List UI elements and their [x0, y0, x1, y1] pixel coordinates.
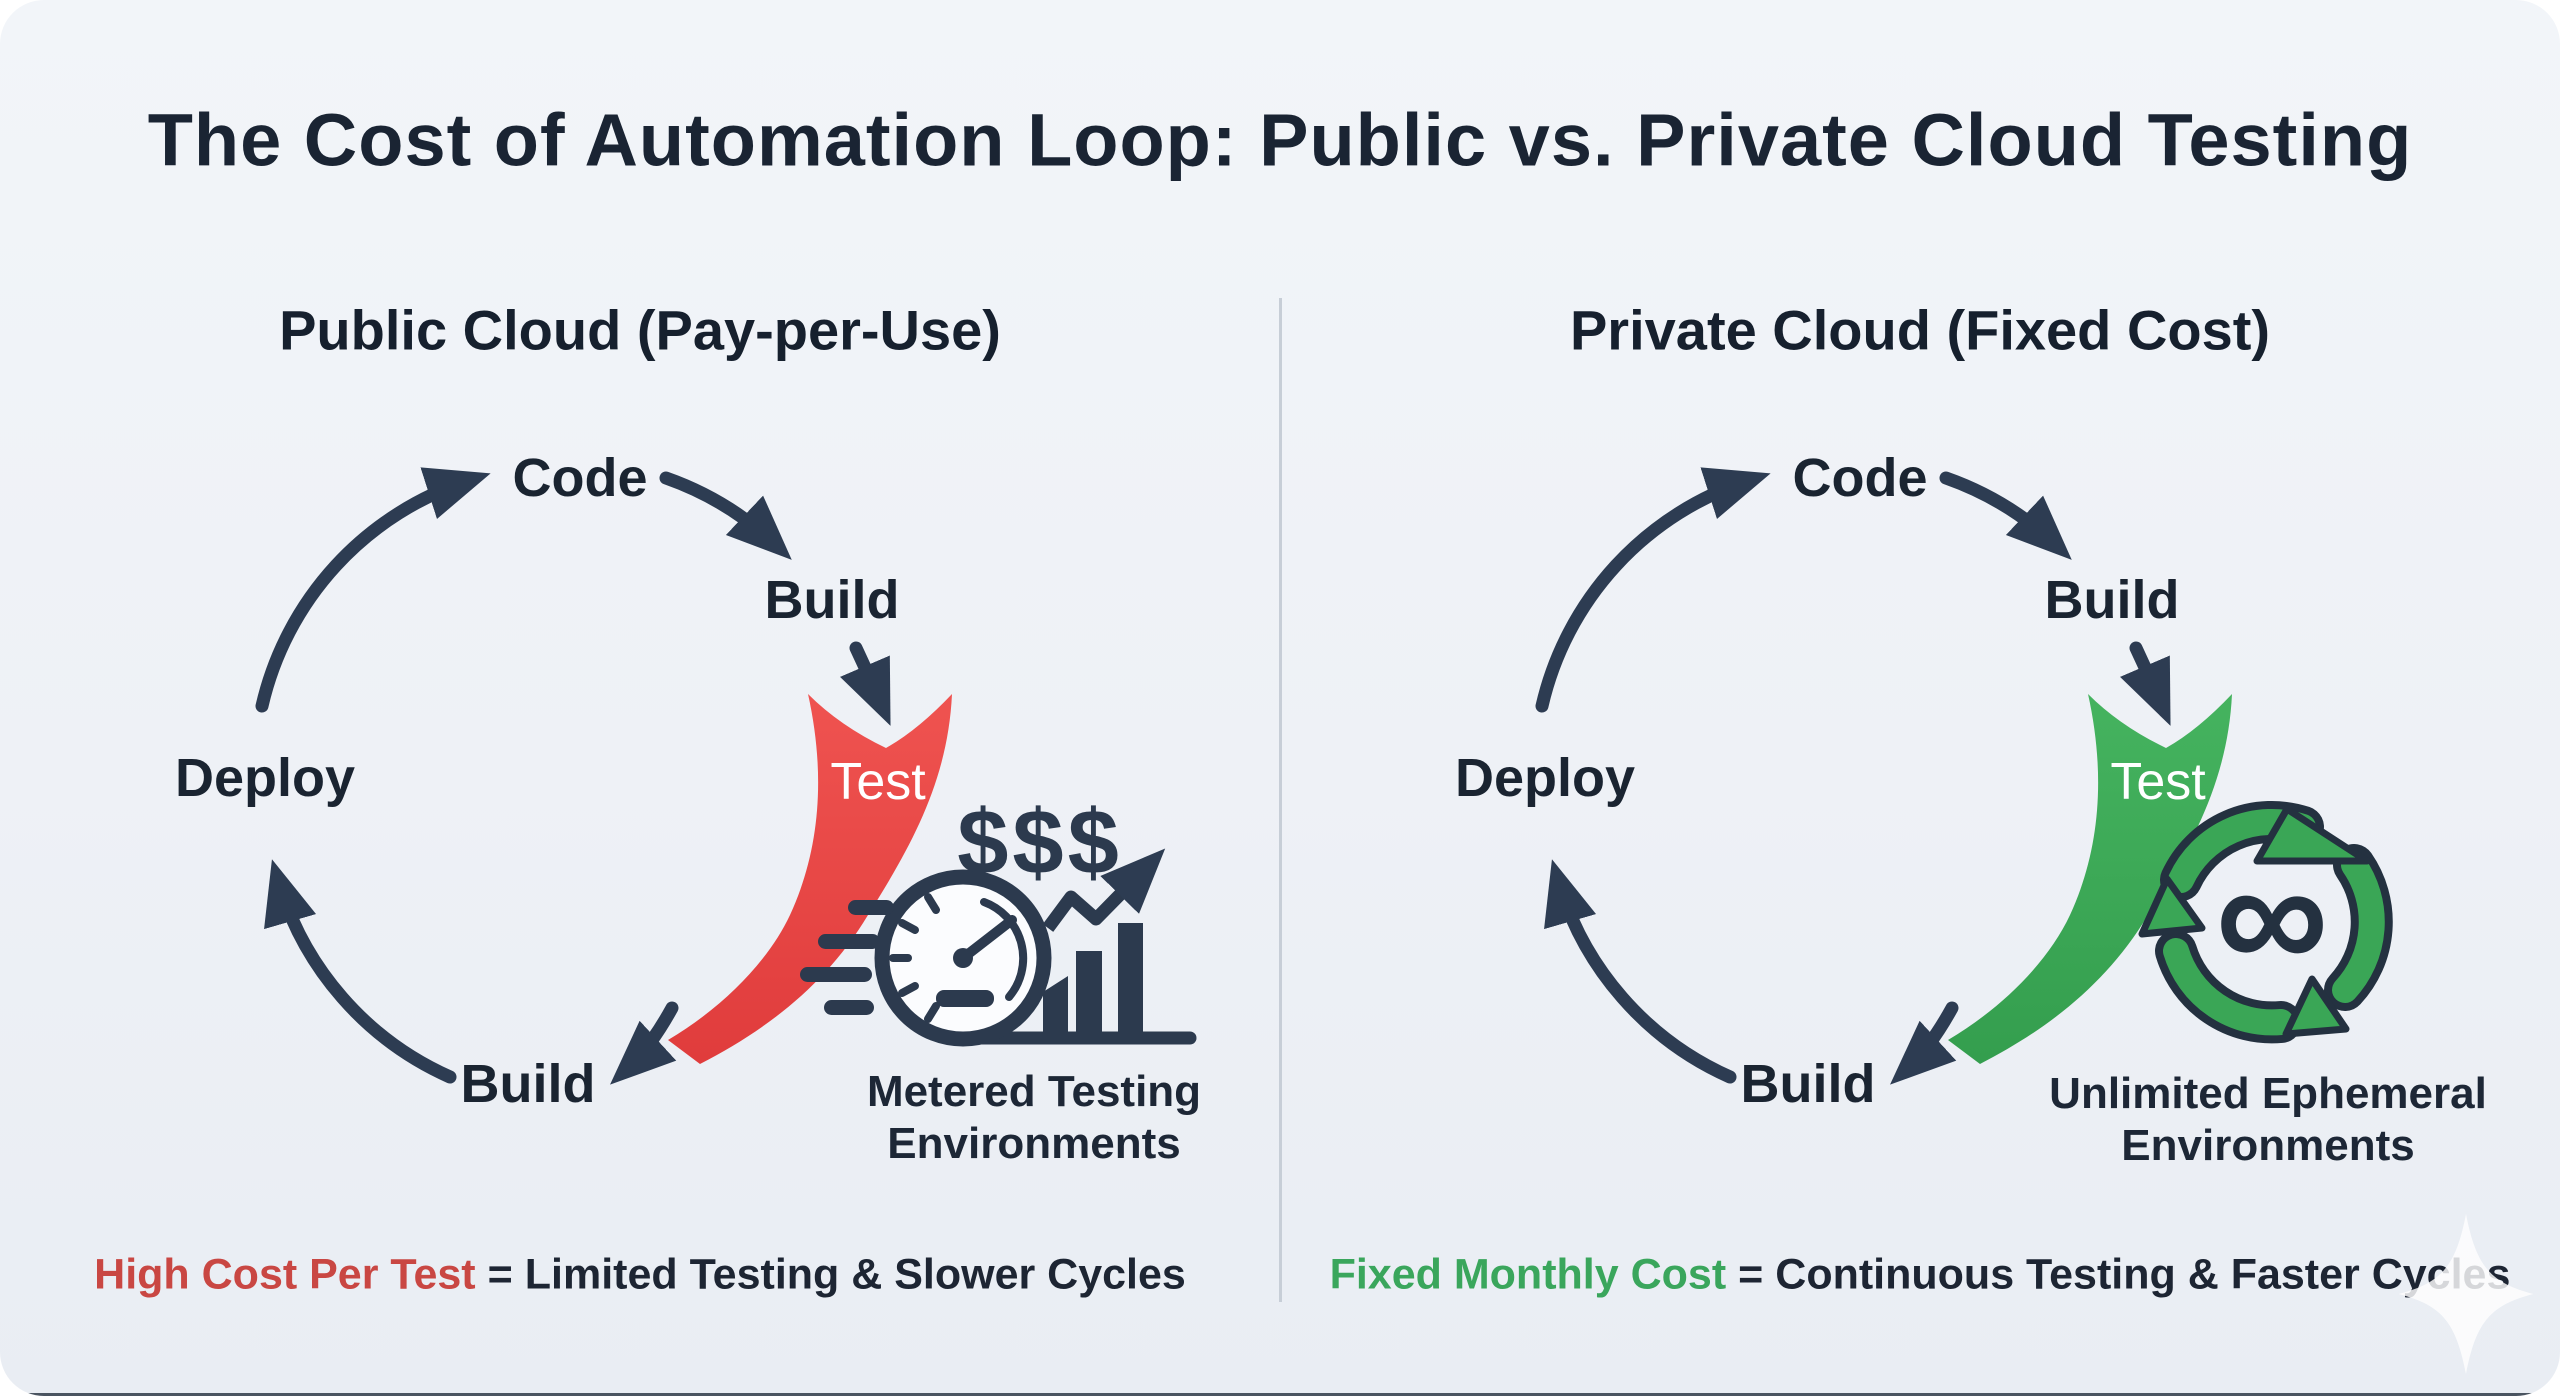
private-stage-test: Test: [2110, 753, 2206, 811]
arc-test-to-build: [610, 1001, 679, 1085]
caption-line2: Environments: [2121, 1120, 2415, 1170]
public-stage-deploy: Deploy: [174, 748, 356, 808]
public-stage-build-2: Build: [460, 1054, 596, 1114]
test-flow-arrow: [1948, 694, 2232, 1064]
arc-build-to-test: [2120, 641, 2171, 726]
public-cloud-panel: Public Cloud (Pay-per-Use): [0, 298, 1280, 1300]
public-summary-rest: Limited Testing & Slower Cycles: [524, 1250, 1186, 1299]
page-title: The Cost of Automation Loop: Public vs. …: [147, 98, 2413, 182]
public-summary: High Cost Per Test=Limited Testing & Slo…: [0, 1251, 1280, 1300]
public-stage-build: Build: [764, 570, 900, 630]
speedometer-icon: [874, 869, 1052, 1047]
cycle-arrows: [255, 467, 792, 1085]
arc-deploy-to-code: [255, 467, 491, 713]
private-icon-caption: Unlimited Ephemeral Environments: [2049, 1068, 2487, 1172]
recycle-loop-icon: [2138, 801, 2393, 1044]
public-summary-highlight: High Cost Per Test: [94, 1250, 476, 1299]
panel-divider: [1279, 298, 1282, 1302]
private-stage-build-2: Build: [1740, 1054, 1876, 1114]
bottom-edge-line: [0, 1393, 2560, 1396]
arc-deploy-to-code: [1535, 467, 1771, 713]
caption-line2: Environments: [887, 1118, 1181, 1168]
arc-build-to-deploy: [264, 859, 457, 1084]
sparkle-icon: [2398, 1214, 2534, 1374]
arc-code-to-build: [659, 471, 792, 560]
private-stage-deploy: Deploy: [1454, 748, 1636, 808]
equals-sign: =: [487, 1250, 513, 1299]
private-summary: Fixed Monthly Cost=Continuous Testing & …: [1280, 1251, 2560, 1300]
private-cloud-panel: Private Cloud (Fixed Cost): [1280, 0, 2560, 1396]
private-summary-rest: Continuous Testing & Faster Cycles: [1775, 1250, 2511, 1299]
private-stage-code: Code: [1792, 448, 1928, 508]
private-panel-heading: Private Cloud (Fixed Cost): [1569, 298, 2271, 362]
arc-build-to-test: [840, 641, 891, 726]
public-panel-heading: Public Cloud (Pay-per-Use): [279, 298, 1001, 362]
private-stage-build: Build: [2044, 570, 2180, 630]
arc-build-to-deploy: [1544, 859, 1737, 1084]
dollar-signs: $$$: [957, 791, 1123, 894]
private-cycle-graphic: [1535, 467, 2393, 1085]
arc-code-to-build: [1939, 471, 2072, 560]
equals-sign: =: [1738, 1250, 1764, 1299]
arc-test-to-build: [1890, 1001, 1959, 1085]
caption-line1: Metered Testing: [866, 1067, 1202, 1116]
infinity-icon: ∞: [2215, 828, 2329, 1004]
caption-line1: Unlimited Ephemeral: [2049, 1069, 2487, 1118]
public-cycle-graphic: [255, 467, 1197, 1085]
speed-lines-icon: [800, 900, 894, 1015]
public-stage-test: Test: [830, 753, 926, 811]
private-summary-highlight: Fixed Monthly Cost: [1329, 1250, 1727, 1299]
cycle-arrows: [1535, 467, 2072, 1085]
public-stage-code: Code: [512, 448, 648, 508]
public-icon-caption: Metered Testing Environments: [867, 1066, 1201, 1170]
test-cost-arrow: [668, 694, 952, 1064]
